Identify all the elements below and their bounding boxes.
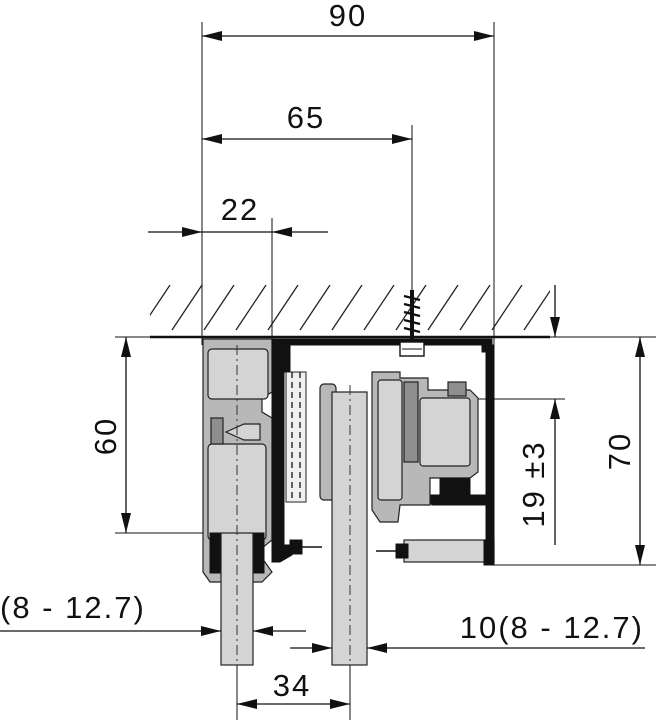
dimension-19 [550,285,560,545]
dimension-glass-left [0,626,306,636]
ceiling-screw [399,290,425,357]
dimension-34 [237,699,350,709]
label-34: 34 [273,668,311,703]
label-65: 65 [287,100,325,135]
dimension-70 [635,337,645,565]
dimension-60 [121,337,131,533]
dimension-65 [202,134,412,144]
label-70: 70 [602,432,637,470]
label-22: 22 [221,192,259,227]
carriage [371,371,479,523]
dimension-glass-right [290,643,645,653]
brush-seal [285,371,337,503]
label-glass-left: (8 - 12.7) [0,590,146,625]
extension-lines [115,22,656,720]
label-glass-right: 10(8 - 12.7) [460,610,644,645]
clamp-details [289,539,409,559]
label-19: 19 ±3 [516,440,551,527]
label-90: 90 [329,0,367,33]
dimension-22 [148,227,328,237]
label-60: 60 [88,417,123,455]
dimension-90 [202,31,494,41]
glass-panels [209,345,368,666]
